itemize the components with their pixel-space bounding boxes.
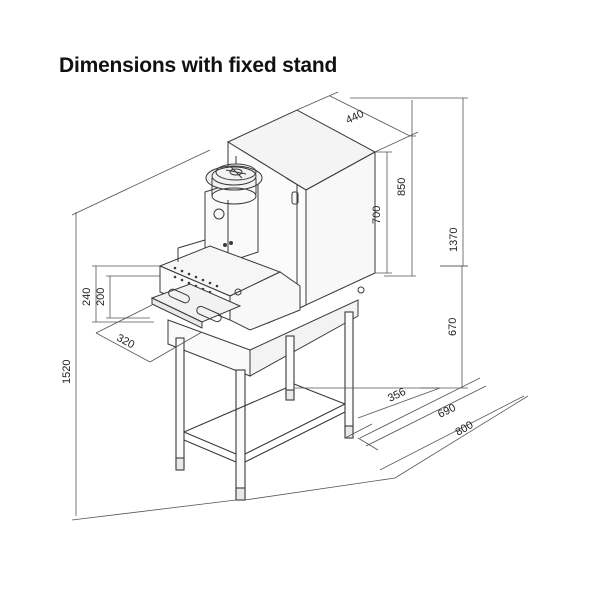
dim-overall-height: 1520 [61, 360, 73, 384]
dim-stand-height: 670 [447, 318, 459, 336]
foot-bolt-icon [357, 286, 365, 294]
dim-stand-width: 690 [436, 402, 458, 421]
hopper-column [204, 165, 263, 263]
dim-total-height-machine: 1370 [448, 228, 460, 252]
dim-overall-width: 800 [454, 419, 476, 439]
side-bolt-icon [291, 191, 299, 205]
stand [175, 311, 354, 501]
page-title: Dimensions with fixed stand [59, 54, 338, 77]
dim-top-depth: 440 [344, 108, 366, 127]
dim-shelf-width: 320 [115, 332, 137, 351]
dim-upper-total-height: 850 [396, 178, 408, 196]
lower-housing [167, 286, 365, 377]
gauge-icon [213, 208, 225, 220]
knob-icon [234, 288, 242, 296]
handwheel-icon [215, 156, 257, 181]
dim-shelf-height-outer: 240 [81, 288, 93, 306]
dim-stand-depth-inner: 356 [386, 386, 408, 405]
dim-shelf-height-inner: 200 [95, 288, 107, 306]
dim-upper-body-height: 700 [371, 206, 383, 224]
output-shelf [150, 283, 242, 329]
